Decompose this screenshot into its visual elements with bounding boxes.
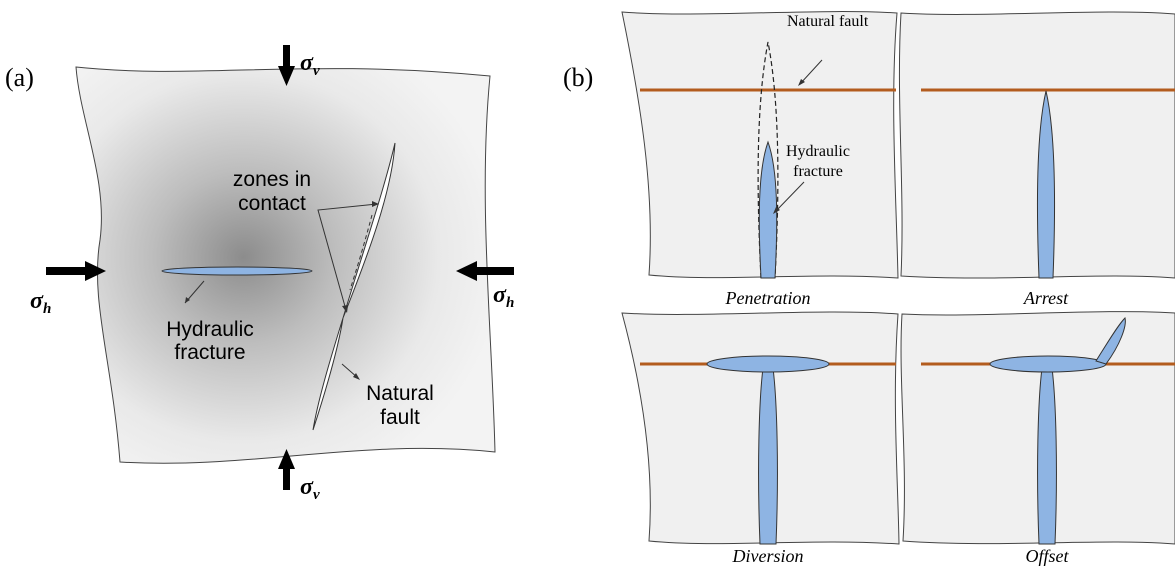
sigma-v-top-label: σv [300,50,320,79]
sigma-h-right-label: σh [493,282,514,311]
panel-a: (a) σv σv σh σh [5,45,514,503]
zones-label-line-1: zones in [233,168,311,191]
hf-label-line-1: Hydraulic [166,318,254,341]
sigma-h-right-arrow [456,261,514,281]
tile-offset: Offset [900,311,1175,566]
natural-fault-leader [799,59,823,85]
caption-arrest: Arrest [1023,288,1069,308]
tile-penetration: Natural fault Hydraulic fracture Penetra… [621,11,899,308]
tile-penetration-dashed-tip [757,41,779,279]
panel-b: (b) Natural fault Hydraulic fracture Pen… [563,11,1175,566]
sigma-h-left-arrow [46,261,106,281]
caption-diversion: Diversion [732,546,804,566]
tile-offset-branch [1095,317,1126,365]
tile-arrest-block [898,11,1175,279]
tile-arrest-fracture [1036,90,1056,279]
tile-penetration-block [621,11,899,279]
panel-b-label: (b) [563,63,593,92]
sigma-v-bottom-arrow [278,449,295,490]
caption-penetration: Penetration [725,288,811,308]
tile-hf-leader [774,181,805,213]
tile-diversion-lens [706,355,830,373]
tile-hf-label-line-1: Hydraulic [786,143,850,160]
panel-a-label: (a) [5,63,34,92]
sigma-h-left-label: σh [30,288,51,317]
tile-diversion: Diversion [621,311,900,566]
tile-offset-stem [1037,367,1057,545]
zones-pointer [317,203,378,311]
hydraulic-fracture-shape [161,266,313,276]
hf-label-line-2: fracture [174,341,245,364]
sigma-v-bottom-label: σv [300,474,320,503]
tile-diversion-stem [758,367,778,545]
sigma-v-top-arrow [278,45,295,86]
caption-offset: Offset [1026,546,1070,566]
fault-contact-dashes [349,214,373,291]
tile-hf-label-line-2: fracture [793,163,843,180]
tile-penetration-fracture [758,140,778,279]
natural-fault-label: Natural fault [787,13,869,30]
nf-label-line-2: fault [380,406,420,429]
tile-arrest: Arrest [898,11,1175,308]
natural-fault-lower [312,317,344,431]
zones-label-line-2: contact [238,192,306,215]
nf-label-line-1: Natural [366,382,434,405]
tile-offset-lens [989,355,1107,373]
